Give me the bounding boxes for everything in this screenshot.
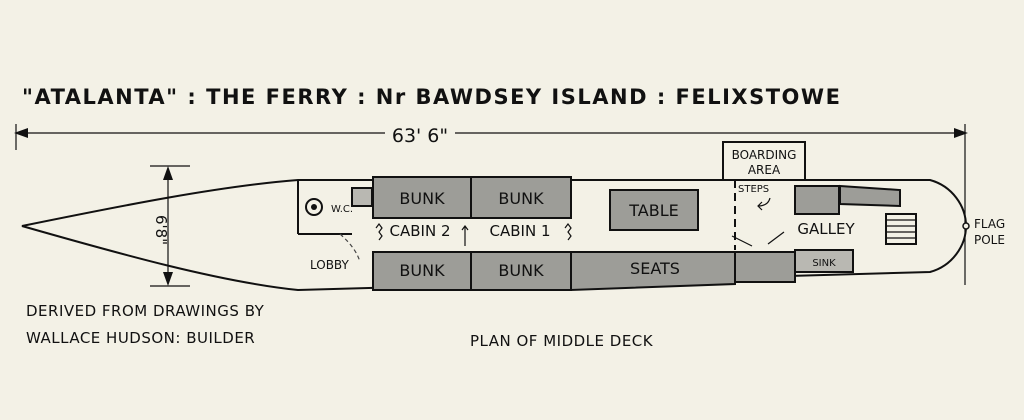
- boarding-label-line1: BOARDING: [732, 148, 797, 162]
- cabin1-door: [564, 223, 572, 241]
- flag-pole-icon: [962, 222, 970, 230]
- cabin2-door: [375, 223, 383, 241]
- wc-compartment: W.C.: [297, 180, 373, 235]
- galley-cupboard: [734, 251, 796, 283]
- bunk-top-cabin1: [470, 176, 572, 219]
- beam-dimension: 6'8": [150, 165, 190, 287]
- bunk-label: BUNK: [498, 261, 544, 280]
- seats-bench: [570, 251, 736, 292]
- galley-shelf: [839, 184, 901, 208]
- length-label: 63' 6": [392, 125, 448, 147]
- bunk-bottom-cabin2: [372, 251, 472, 291]
- lobby-door-swing: [339, 233, 361, 263]
- galley-label: GALLEY: [797, 220, 855, 238]
- bunk-top-cabin2: [372, 176, 472, 219]
- toilet-icon: [305, 198, 323, 216]
- steps-label: STEPS: [738, 184, 769, 195]
- galley-doors: [731, 231, 785, 247]
- cabin2-entry-arrow: [461, 225, 469, 246]
- bow-ladder: [885, 213, 917, 245]
- cabin1-label: CABIN 1: [490, 222, 551, 240]
- cabin2-label: CABIN 2: [390, 222, 451, 240]
- beam-label: 6'8": [152, 215, 170, 245]
- flag-pole-label-line2: POLE: [974, 233, 1005, 247]
- steps-arrow: [757, 197, 771, 211]
- seats-label: SEATS: [630, 259, 680, 278]
- table: [609, 189, 699, 231]
- boarding-area: [722, 141, 806, 181]
- bunk-label: BUNK: [399, 261, 445, 280]
- bunk-bottom-cabin1: [470, 251, 572, 291]
- bunk-label: BUNK: [498, 189, 544, 208]
- bunk-label: BUNK: [399, 189, 445, 208]
- length-dimension: 63' 6": [14, 124, 968, 285]
- galley-counter: [794, 185, 840, 215]
- boarding-label-line2: AREA: [748, 163, 781, 177]
- flag-pole-label-line1: FLAG: [974, 217, 1005, 231]
- plan-caption: PLAN OF MIDDLE DECK: [470, 332, 654, 350]
- drawing-title: "ATALANTA" : THE FERRY : Nr BAWDSEY ISLA…: [22, 85, 841, 109]
- wc-label: W.C.: [331, 204, 353, 215]
- sink-label: SINK: [812, 258, 836, 269]
- sink: [794, 249, 854, 273]
- table-label: TABLE: [628, 201, 678, 220]
- credit-line2: WALLACE HUDSON: BUILDER: [26, 329, 255, 347]
- credit-line1: DERIVED FROM DRAWINGS BY: [26, 302, 265, 320]
- lobby-label: LOBBY: [310, 258, 350, 272]
- wc-basin: [351, 187, 373, 207]
